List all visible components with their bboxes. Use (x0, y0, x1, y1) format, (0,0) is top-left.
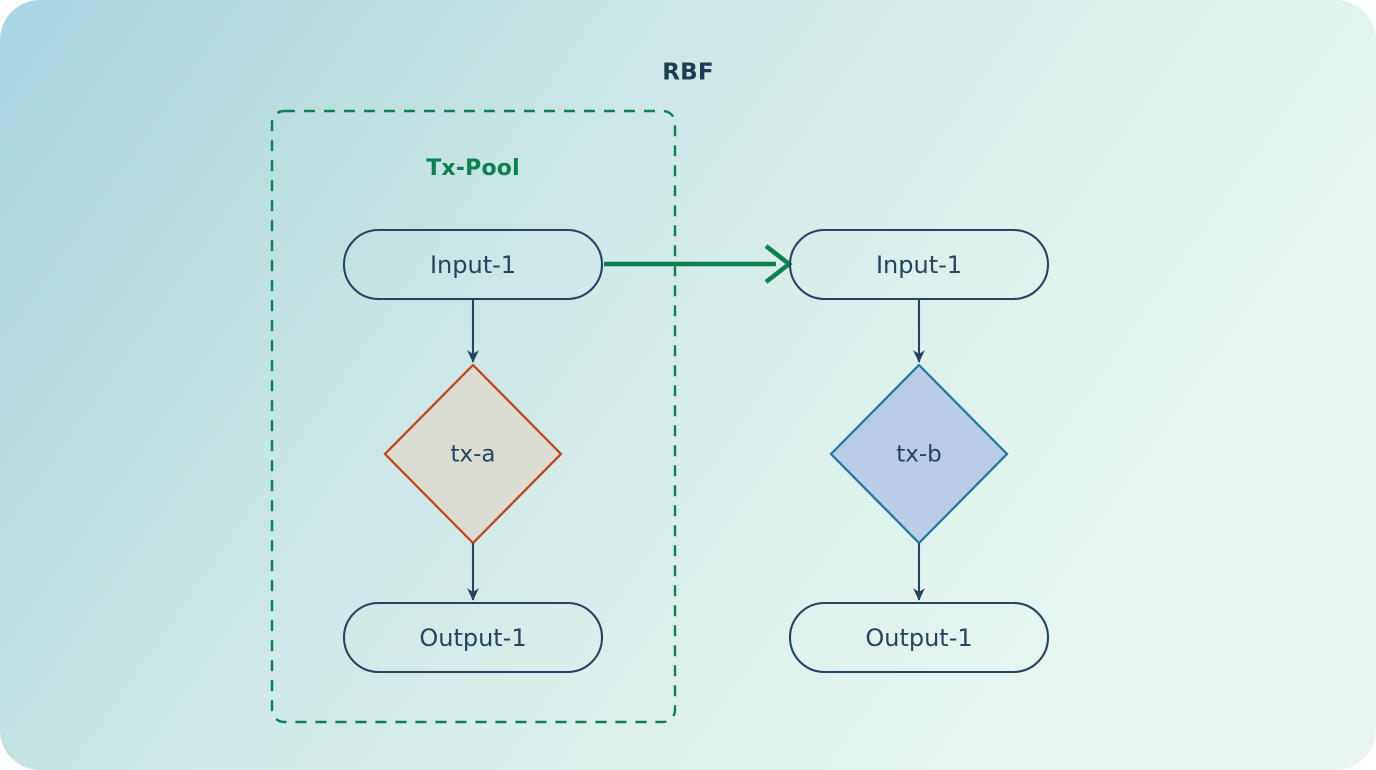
left-input-node-shape[interactable] (342, 228, 604, 301)
left-output-node-shape[interactable] (342, 601, 604, 674)
tx-b-diamond-shape[interactable] (829, 363, 1009, 545)
tx-a-diamond-shape[interactable] (383, 363, 563, 545)
right-input-node-shape[interactable] (788, 228, 1050, 301)
tx-pool-group-box (270, 109, 677, 724)
right-output-node-shape[interactable] (788, 601, 1050, 674)
